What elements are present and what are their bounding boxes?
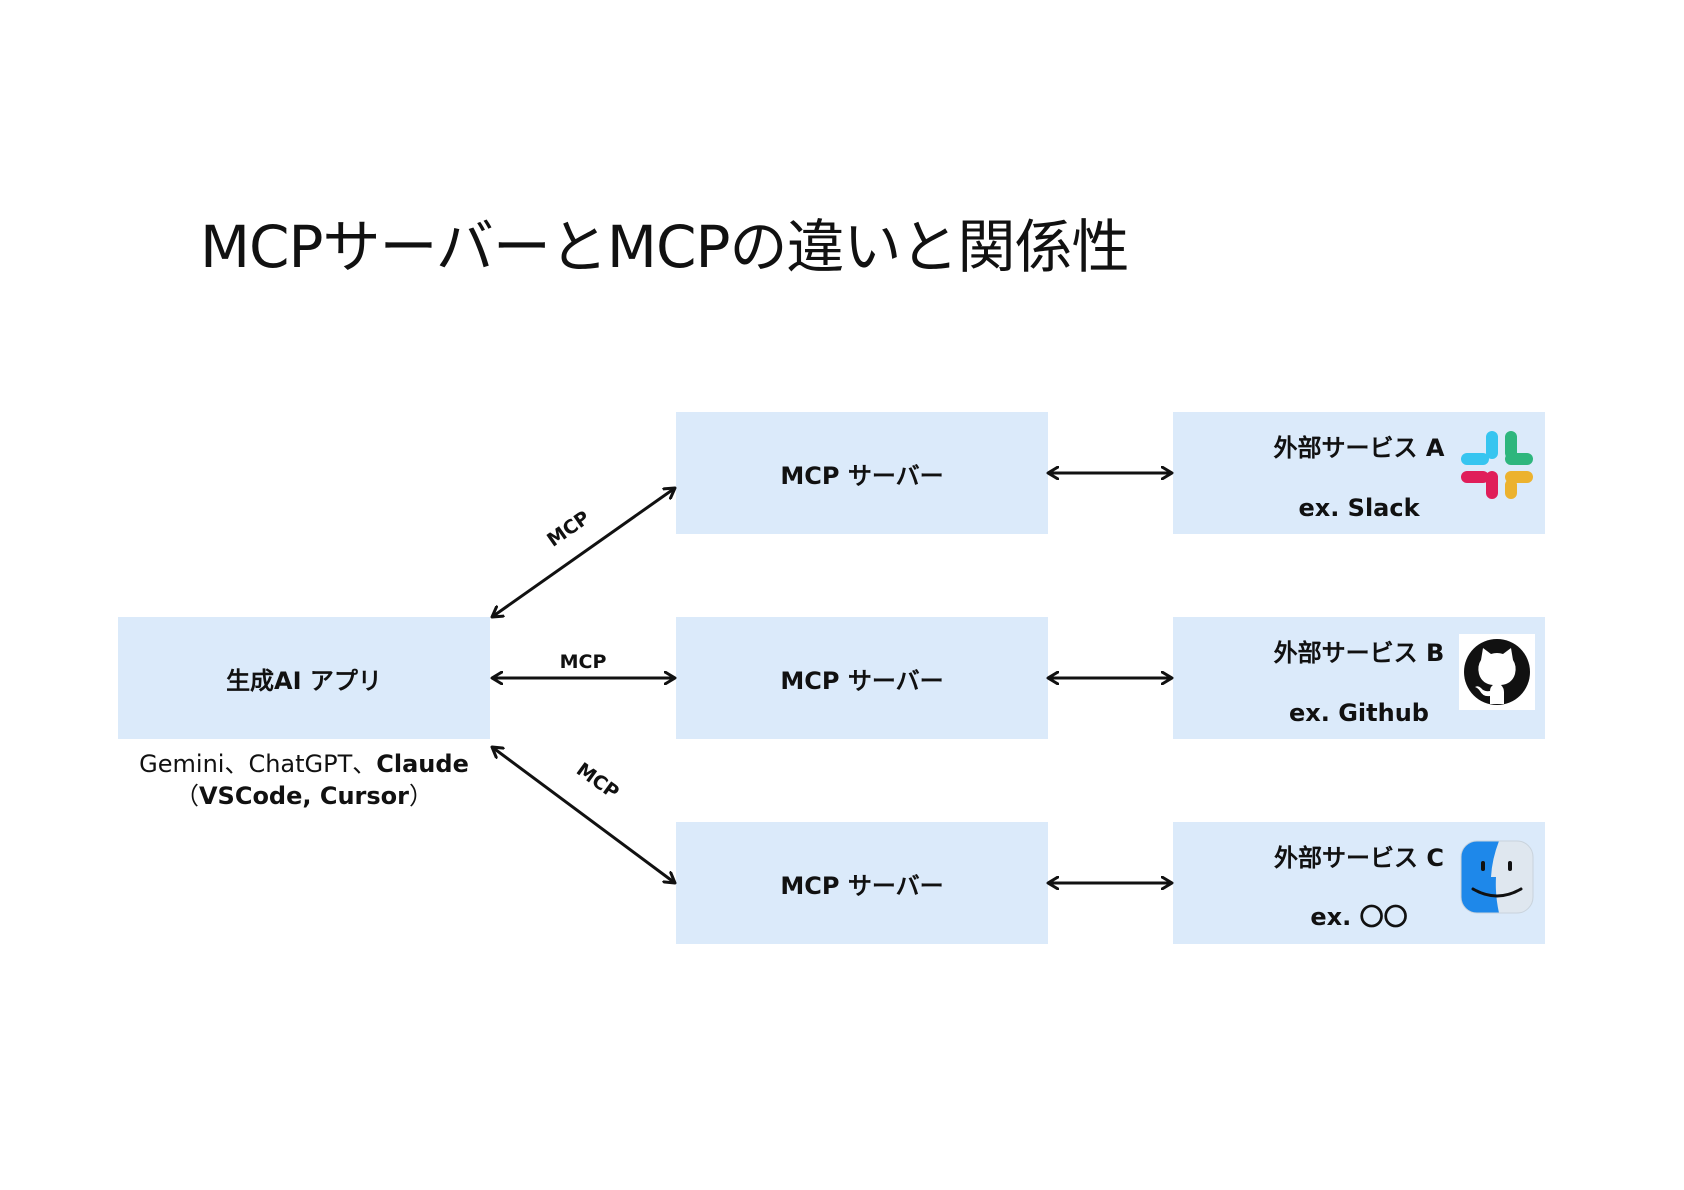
external-service-name: 外部サービス B: [1273, 639, 1445, 667]
external-service-example: ex. 〇〇: [1310, 903, 1408, 931]
caption-ide-text: VSCode, Cursor: [198, 782, 410, 810]
mcp-server-box-2: MCP サーバー: [676, 617, 1048, 739]
client-box: 生成AI アプリ: [118, 617, 490, 739]
client-caption-line2: （VSCode, Cursor）: [118, 780, 490, 812]
mcp-server-box-3: MCP サーバー: [676, 822, 1048, 944]
external-service-name: 外部サービス C: [1274, 844, 1444, 872]
caption-paren-open: （: [174, 782, 199, 810]
finder-logo-icon: [1460, 840, 1534, 914]
external-service-box-a: 外部サービス A ex. Slack: [1173, 412, 1545, 534]
external-service-text: 外部サービス C ex. 〇〇: [1173, 822, 1545, 944]
mcp-arrow-lower: [492, 747, 675, 883]
external-service-example: ex. Github: [1289, 699, 1429, 727]
page-title: MCPサーバーとMCPの違いと関係性: [200, 213, 1129, 281]
client-caption-line1: Gemini、ChatGPT、Claude: [118, 748, 490, 780]
external-service-example: ex. Slack: [1298, 494, 1420, 522]
external-service-name: 外部サービス A: [1273, 434, 1445, 462]
github-logo-icon: [1459, 634, 1535, 710]
client-caption: Gemini、ChatGPT、Claude （VSCode, Cursor）: [118, 748, 490, 812]
caption-paren-close: ）: [409, 782, 434, 810]
mcp-label-upper: MCP: [543, 507, 594, 552]
slack-logo-icon: [1461, 431, 1533, 499]
mcp-arrow-upper: [492, 488, 675, 617]
external-service-text: 外部サービス B ex. Github: [1173, 617, 1545, 739]
external-service-box-b: 外部サービス B ex. Github: [1173, 617, 1545, 739]
mcp-label-lower: MCP: [572, 758, 623, 803]
mcp-label-middle: MCP: [560, 651, 607, 673]
client-label: 生成AI アプリ: [226, 666, 382, 695]
mcp-server-label: MCP サーバー: [780, 666, 944, 695]
mcp-server-label: MCP サーバー: [780, 871, 944, 900]
external-service-text: 外部サービス A ex. Slack: [1173, 412, 1545, 534]
external-service-box-c: 外部サービス C ex. 〇〇: [1173, 822, 1545, 944]
caption-regular-text: Gemini、ChatGPT、: [139, 750, 377, 778]
mcp-server-box-1: MCP サーバー: [676, 412, 1048, 534]
caption-bold-text: Claude: [376, 750, 469, 778]
mcp-server-label: MCP サーバー: [780, 461, 944, 490]
